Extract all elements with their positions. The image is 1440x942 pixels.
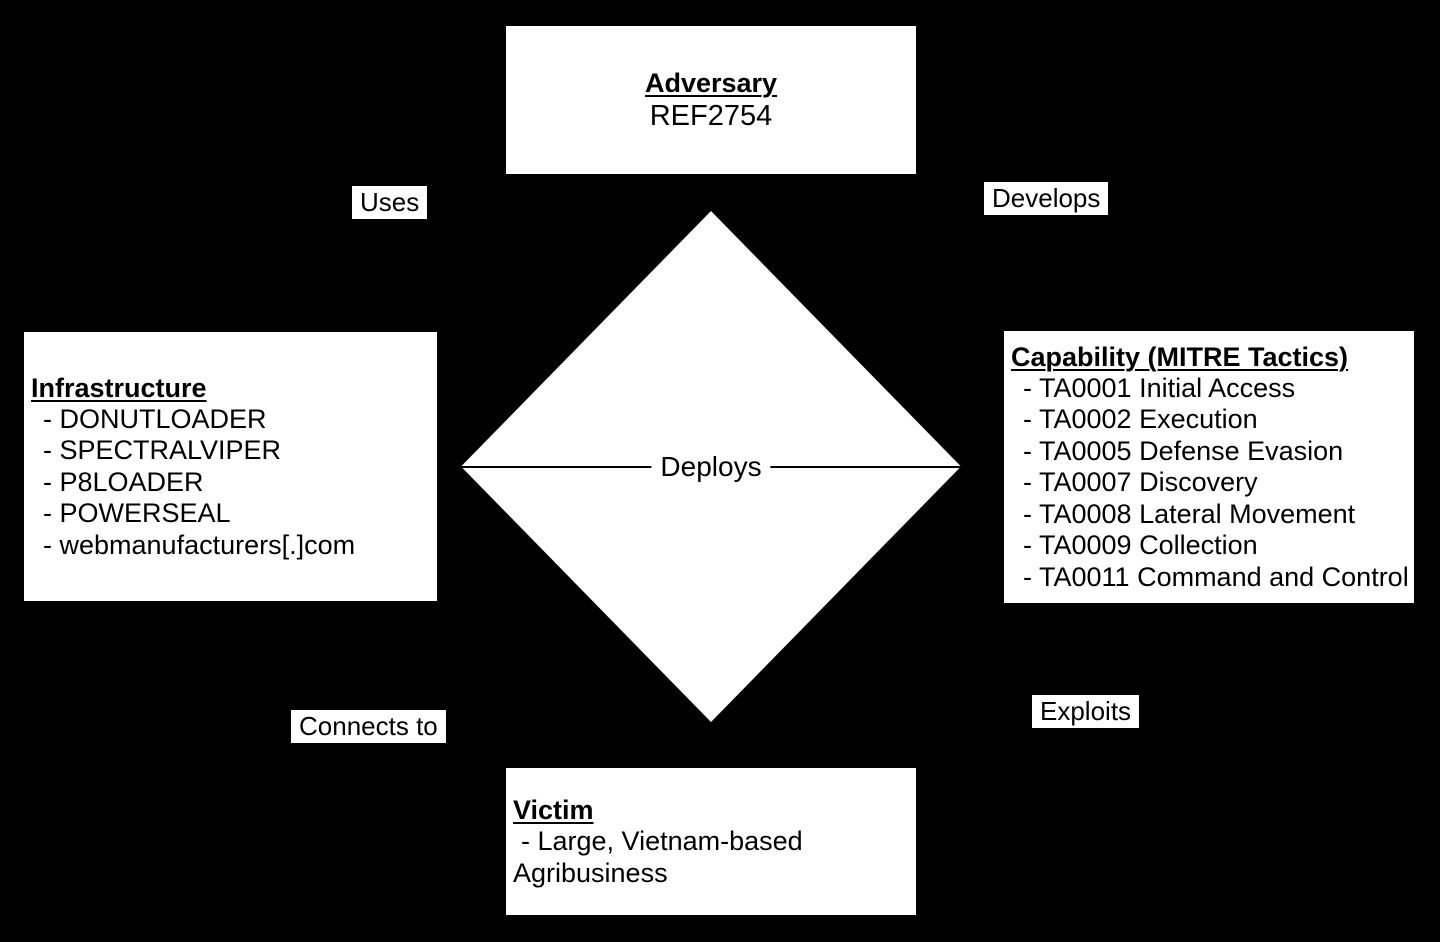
infrastructure-list-item: - P8LOADER (43, 466, 204, 497)
capability-list-item: - TA0001 Initial Access (1023, 372, 1296, 403)
infrastructure-list-item: - webmanufacturers[.]com (43, 529, 356, 560)
adversary-node: Adversary REF2754 (505, 25, 917, 175)
develops-edge-label: Develops (983, 181, 1110, 216)
victim-title: Victim (513, 795, 594, 825)
capability-list-item: - TA0002 Execution (1023, 404, 1258, 435)
infrastructure-list-item: - POWERSEAL (43, 498, 231, 529)
capability-list-item: - TA0007 Discovery (1023, 467, 1258, 498)
capability-title: Capability (MITRE Tactics) (1011, 341, 1349, 372)
infrastructure-title: Infrastructure (31, 372, 207, 403)
adversary-detail: REF2754 (649, 100, 773, 132)
victim-detail: - Large, Vietnam-based Agribusiness (513, 826, 803, 888)
capability-list: - TA0001 Initial Access - TA0002 Executi… (1011, 372, 1409, 594)
infrastructure-list-item: - DONUTLOADER (43, 403, 267, 434)
capability-node: Capability (MITRE Tactics) - TA0001 Init… (1003, 330, 1415, 604)
infrastructure-list-item: - SPECTRALVIPER (43, 435, 282, 466)
deploys-edge-label: Deploys (651, 450, 771, 484)
victim-node: Victim - Large, Vietnam-based Agribusine… (505, 767, 917, 916)
infrastructure-list: - DONUTLOADER - SPECTRALVIPER - P8LOADER… (31, 404, 430, 562)
capability-list-item: - TA0008 Lateral Movement (1023, 498, 1356, 529)
adversary-title: Adversary (644, 68, 778, 98)
infrastructure-node: Infrastructure - DONUTLOADER - SPECTRALV… (23, 331, 438, 602)
capability-list-item: - TA0005 Defense Evasion (1023, 435, 1344, 466)
uses-edge-label: Uses (351, 185, 429, 220)
exploits-edge-label: Exploits (1031, 694, 1141, 729)
capability-list-item: - TA0009 Collection (1023, 530, 1258, 561)
connects-to-edge-label: Connects to (290, 709, 447, 744)
capability-list-item: - TA0011 Command and Control (1023, 561, 1409, 592)
